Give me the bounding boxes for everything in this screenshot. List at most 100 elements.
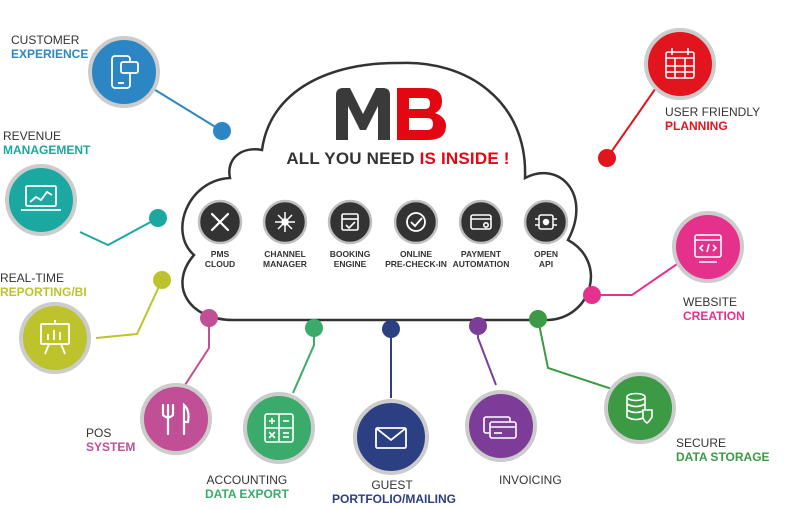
mb-logo bbox=[336, 88, 446, 140]
service-label-line2: AUTOMATION bbox=[452, 259, 510, 270]
logo-letter-m bbox=[336, 88, 390, 140]
label-line1: WEBSITE bbox=[683, 295, 738, 309]
label-customer: CUSTOMER EXPERIENCE bbox=[11, 33, 89, 62]
service-booking-engine bbox=[327, 199, 373, 245]
service-label-line1: BOOKING bbox=[329, 249, 371, 259]
label-line2: DATA EXPORT bbox=[205, 486, 289, 501]
module-accounting bbox=[243, 392, 315, 464]
service-label-line1: CHANNEL bbox=[264, 249, 306, 259]
service-pms bbox=[197, 199, 243, 245]
service-channel-manager bbox=[262, 199, 308, 245]
label-secure: SECURE DATA STORAGE bbox=[676, 436, 770, 465]
label-planning: USER FRIENDLY PLANNING bbox=[665, 105, 761, 134]
label-line1: GUEST bbox=[371, 478, 413, 492]
label-pos: POS SYSTEM bbox=[86, 426, 136, 455]
module-revenue bbox=[5, 164, 77, 236]
label-reporting: REAL-TIME REPORTING/BI bbox=[0, 271, 87, 300]
calendar-icon bbox=[341, 213, 359, 231]
label-line2: SYSTEM bbox=[86, 439, 136, 454]
service-label-line2: API bbox=[538, 259, 554, 270]
label-line1: INVOICING bbox=[499, 473, 562, 487]
logo-letter-b bbox=[397, 88, 446, 140]
label-line1: REAL-TIME bbox=[0, 271, 65, 285]
node-guest bbox=[382, 320, 400, 338]
label-line1: USER FRIENDLY bbox=[665, 105, 761, 119]
tagline-part2: IS INSIDE ! bbox=[419, 149, 510, 168]
node-revenue bbox=[149, 209, 167, 227]
service-precheckin bbox=[393, 199, 439, 245]
connector-website bbox=[592, 261, 681, 296]
chip-icon bbox=[535, 214, 557, 230]
cards-icon bbox=[483, 416, 517, 439]
service-label-line1: ONLINE bbox=[399, 249, 433, 259]
module-pos bbox=[140, 383, 212, 455]
label-website: WEBSITE CREATION bbox=[683, 295, 745, 324]
tools-icon bbox=[210, 212, 230, 232]
label-line2: REPORTING/BI bbox=[0, 284, 87, 299]
label-line1: POS bbox=[86, 426, 112, 440]
central-cloud bbox=[181, 61, 593, 322]
service-label-line2: MANAGER bbox=[263, 259, 307, 270]
connector-revenue bbox=[79, 217, 159, 247]
connector-pos bbox=[184, 318, 210, 386]
node-secure bbox=[529, 310, 547, 328]
module-customer bbox=[88, 36, 160, 108]
label-revenue: REVENUE MANAGEMENT bbox=[3, 129, 91, 158]
tagline: ALL YOU NEED IS INSIDE ! bbox=[0, 149, 796, 169]
label-line2: MANAGEMENT bbox=[3, 142, 91, 157]
node-pos bbox=[200, 309, 218, 327]
node-planning bbox=[598, 149, 616, 167]
service-payment bbox=[458, 199, 504, 245]
label-guest: GUEST PORTFOLIO/MAILING bbox=[332, 478, 456, 507]
calculator-icon bbox=[264, 413, 294, 443]
label-invoicing: INVOICING bbox=[499, 473, 562, 488]
connector-planning bbox=[606, 81, 661, 159]
browser-code-icon bbox=[694, 234, 722, 263]
service-label-line2: PRE-CHECK-IN bbox=[385, 259, 447, 270]
connector-customer bbox=[151, 87, 223, 132]
label-accounting: ACCOUNTING DATA EXPORT bbox=[205, 473, 289, 502]
service-label-line2: ENGINE bbox=[333, 259, 367, 270]
module-reporting bbox=[19, 302, 91, 374]
service-label-line2: CLOUD bbox=[204, 259, 236, 270]
module-website bbox=[672, 211, 744, 283]
connector-accounting bbox=[292, 328, 315, 394]
service-label-line1: OPEN bbox=[533, 249, 559, 259]
module-guest bbox=[353, 399, 429, 475]
service-label-line1: PMS bbox=[210, 249, 230, 259]
module-invoicing bbox=[465, 390, 537, 462]
envelope-icon bbox=[375, 427, 407, 449]
tagline-part1: ALL YOU NEED bbox=[286, 149, 420, 168]
presentation-icon bbox=[40, 320, 70, 355]
label-line2: EXPERIENCE bbox=[11, 46, 89, 61]
module-planning bbox=[644, 28, 716, 100]
card-icon bbox=[470, 214, 492, 230]
node-invoicing bbox=[469, 317, 487, 335]
label-line2: CREATION bbox=[683, 308, 745, 323]
label-line2: PORTFOLIO/MAILING bbox=[332, 491, 456, 506]
connector-invoicing bbox=[477, 326, 497, 386]
check-icon bbox=[406, 212, 426, 232]
network-icon bbox=[275, 212, 295, 232]
connector-reporting bbox=[95, 279, 163, 339]
label-line1: SECURE bbox=[676, 436, 727, 450]
laptop-chart-icon bbox=[21, 185, 61, 211]
service-open-api bbox=[523, 199, 569, 245]
label-line1: ACCOUNTING bbox=[206, 473, 288, 487]
node-accounting bbox=[305, 319, 323, 337]
cutlery-icon bbox=[161, 402, 190, 436]
node-website bbox=[583, 286, 601, 304]
module-secure bbox=[604, 372, 676, 444]
label-line1: REVENUE bbox=[3, 129, 62, 143]
label-line1: CUSTOMER bbox=[11, 33, 80, 47]
service-label-line1: PAYMENT bbox=[460, 249, 502, 259]
database-shield-icon bbox=[626, 392, 653, 424]
connector-secure bbox=[537, 318, 616, 391]
calendar-grid-icon bbox=[665, 48, 695, 79]
